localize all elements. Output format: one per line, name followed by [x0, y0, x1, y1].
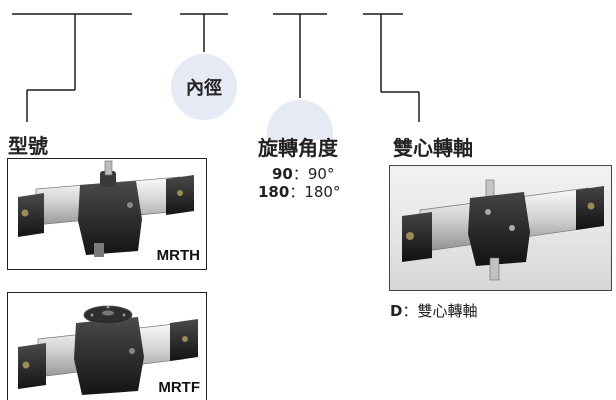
bore-circle: 內徑: [171, 54, 237, 120]
product-frame-mrth: MRTH: [7, 158, 207, 270]
angle-sep: ：: [289, 183, 305, 201]
angle-value: 180°: [304, 183, 341, 201]
product-frame-mrtf: MRTF: [7, 292, 207, 400]
angle-option-90: 90：90°: [272, 163, 334, 184]
shaft-caption-text: 雙心轉軸: [417, 302, 478, 320]
angle-code: 180: [258, 183, 290, 201]
angle-heading: 旋轉角度: [258, 136, 338, 160]
product-frame-dual-shaft: [389, 165, 612, 291]
angle-sep: ：: [292, 165, 308, 183]
shaft-heading: 雙心轉軸: [393, 136, 473, 160]
model-label-mrth: MRTH: [156, 247, 200, 264]
shaft-caption: D：雙心轉軸: [390, 300, 477, 321]
shaft-caption-sep: ：: [402, 302, 418, 320]
angle-option-180: 180：180°: [258, 181, 340, 202]
angle-code: 90: [272, 165, 293, 183]
actuator-mrtf-image: [18, 305, 198, 395]
actuator-dual-shaft-image: [402, 179, 604, 281]
shaft-caption-code: D: [390, 302, 403, 320]
bore-label: 內徑: [186, 78, 222, 99]
angle-value: 90°: [307, 165, 335, 183]
model-heading: 型號: [8, 134, 48, 158]
actuator-mrth-image: [18, 160, 194, 257]
model-label-mrtf: MRTF: [158, 379, 200, 396]
